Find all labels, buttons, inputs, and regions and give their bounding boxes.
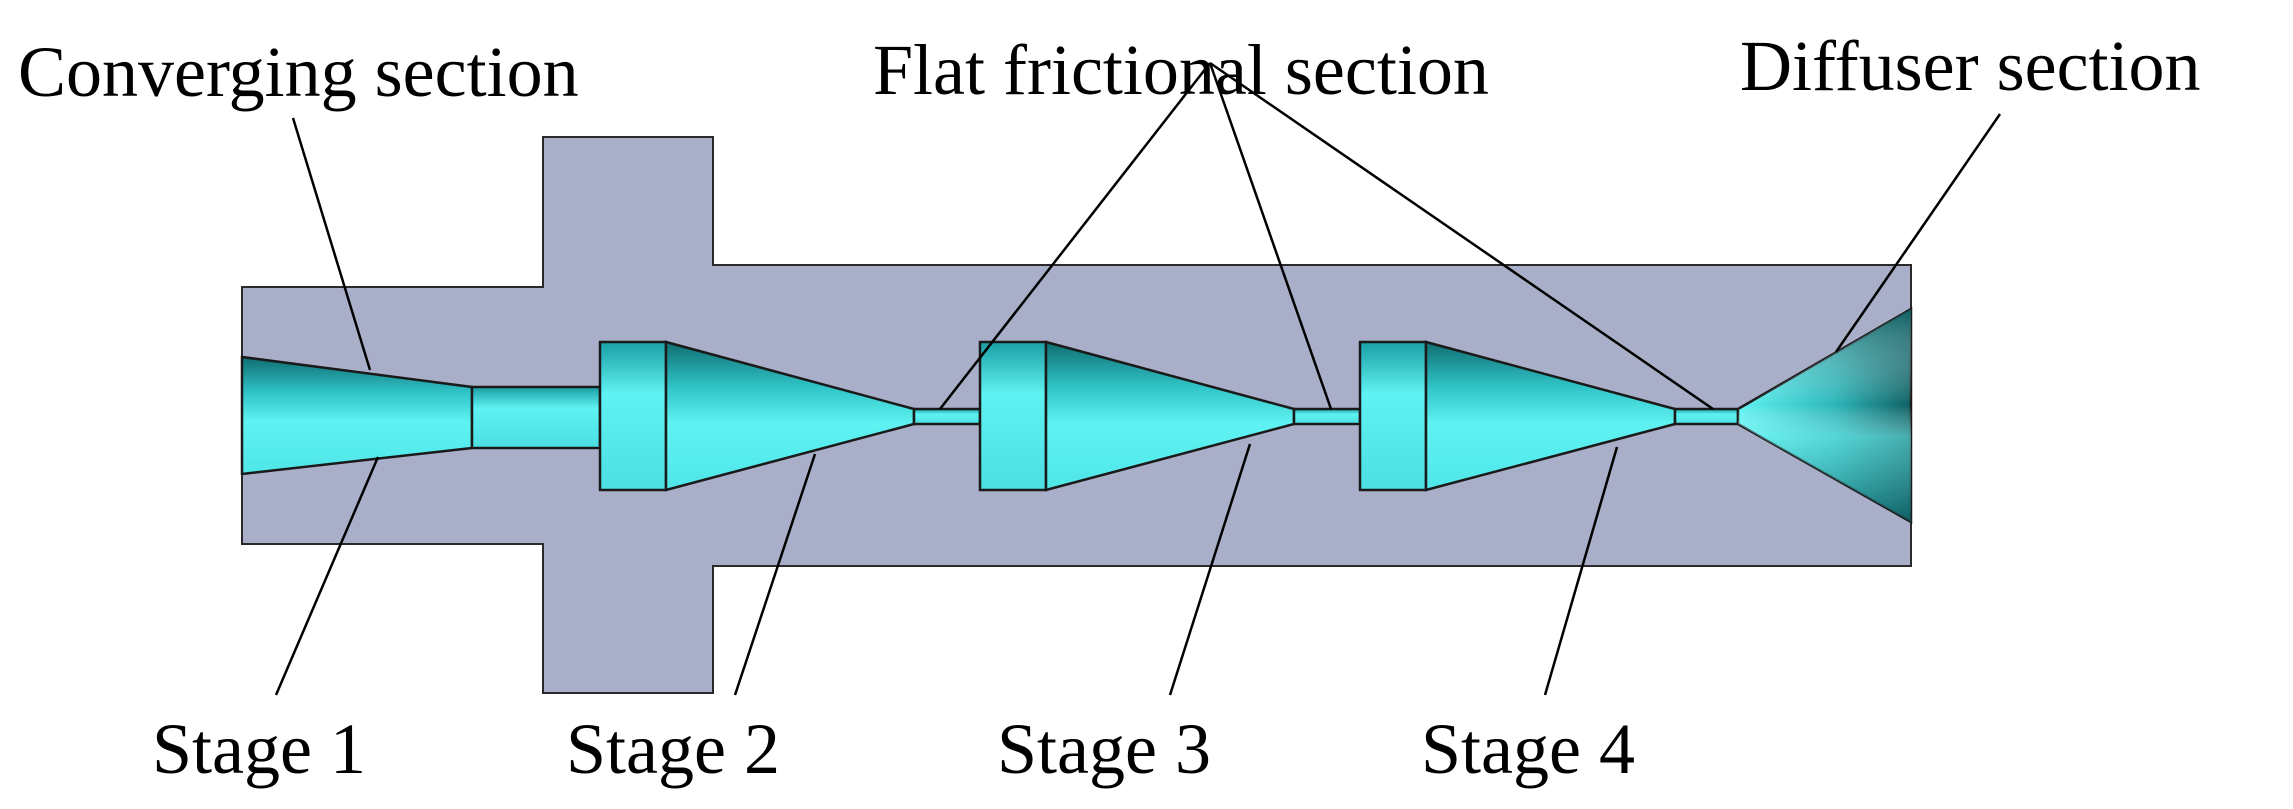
- label-diffuser-section: Diffuser section: [1740, 26, 2201, 106]
- leader-diffuser: [1834, 113, 2002, 353]
- label-stage-2: Stage 2: [566, 709, 780, 789]
- label-flat-frictional-section: Flat frictional section: [873, 30, 1489, 110]
- stage1-throat: [470, 385, 602, 450]
- leader-stage3: [1168, 443, 1252, 696]
- leader-stage4: [1543, 446, 1619, 696]
- stage2-flat-section: [912, 407, 982, 426]
- label-stage-1: Stage 1: [152, 709, 366, 789]
- stage4-flat-section: [1673, 407, 1740, 426]
- label-stage-3: Stage 3: [997, 709, 1211, 789]
- diffuser-shading: [1738, 309, 1911, 522]
- stage3-flat-section: [1292, 407, 1362, 426]
- label-converging-section: Converging section: [18, 32, 579, 112]
- stage3-cylinder: [978, 340, 1048, 492]
- label-stage-4: Stage 4: [1421, 709, 1635, 789]
- leader-stage1: [274, 456, 380, 696]
- leader-converging: [291, 117, 372, 371]
- leader-flat-2: [1208, 62, 1333, 410]
- leader-flat-3: [1209, 61, 1714, 411]
- leader-lines: [274, 61, 2002, 696]
- leader-flat-1: [939, 62, 1211, 410]
- stage4-cylinder: [1358, 340, 1428, 492]
- stage2-cylinder: [598, 340, 668, 492]
- leader-stage2: [733, 453, 817, 696]
